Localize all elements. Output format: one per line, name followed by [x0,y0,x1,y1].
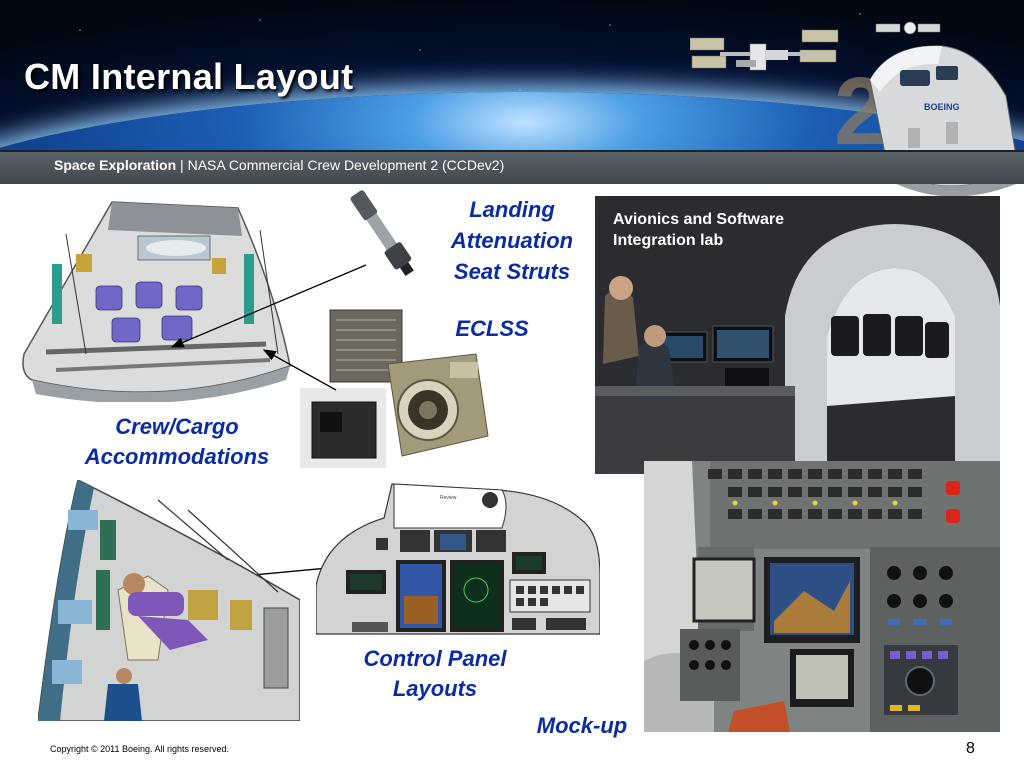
boeing-logo: BOEING [924,102,960,112]
control-panel-label: Control Panel Layouts [330,644,540,704]
subtitle-bold: Space Exploration [54,157,177,173]
control-line-1: Control Panel [363,646,507,671]
landing-attenuation-label: Landing Attenuation Seat Struts [434,194,590,287]
crew-line-2: Accommodations [84,444,270,469]
avionics-line-1: Avionics and Software [613,211,784,228]
header-banner [0,0,1024,150]
avionics-label: Avionics and Software Integration lab [613,209,784,251]
crew-cabin-cutaway-image [22,201,291,402]
control-line-2: Layouts [392,676,478,701]
avionics-line-2: Integration lab [613,232,724,249]
subtitle-band [0,150,1024,184]
small-station-icon [875,21,941,35]
mockup-label: Mock-up [536,713,628,738]
subtitle-rest: NASA Commercial Crew Development 2 (CCDe… [187,157,505,173]
eclss-label: ECLSS [455,316,529,341]
copyright-text: Copyright © 2011 Boeing. All rights rese… [50,744,230,754]
landing-line-1: Landing [469,197,555,222]
subtitle-text: Space Exploration | NASA Commercial Crew… [54,157,504,173]
crew-cutaway-astronaut-image [38,480,300,721]
panel-knob-icon [482,492,498,508]
avionics-lab-scene [595,196,1000,474]
landing-line-2: Attenuation [450,228,574,253]
space-station-image [690,29,839,71]
slide-title: CM Internal Layout [24,56,354,97]
crew-line-1: Crew/Cargo [115,414,239,439]
mockup-photo [644,461,1000,732]
landing-line-3: Seat Struts [453,259,571,284]
subtitle-separator: | [176,157,188,173]
seat-strut-image [350,190,414,277]
mockup-scene [644,461,1000,732]
crew-cargo-label: Crew/Cargo Accommodations [52,412,302,472]
avionics-lab-photo: Avionics and Software Integration lab [595,196,1000,474]
panel-tag: Review [440,495,457,501]
page-number: 8 [966,740,975,757]
control-panel-layout-drawing: Review [316,483,600,635]
